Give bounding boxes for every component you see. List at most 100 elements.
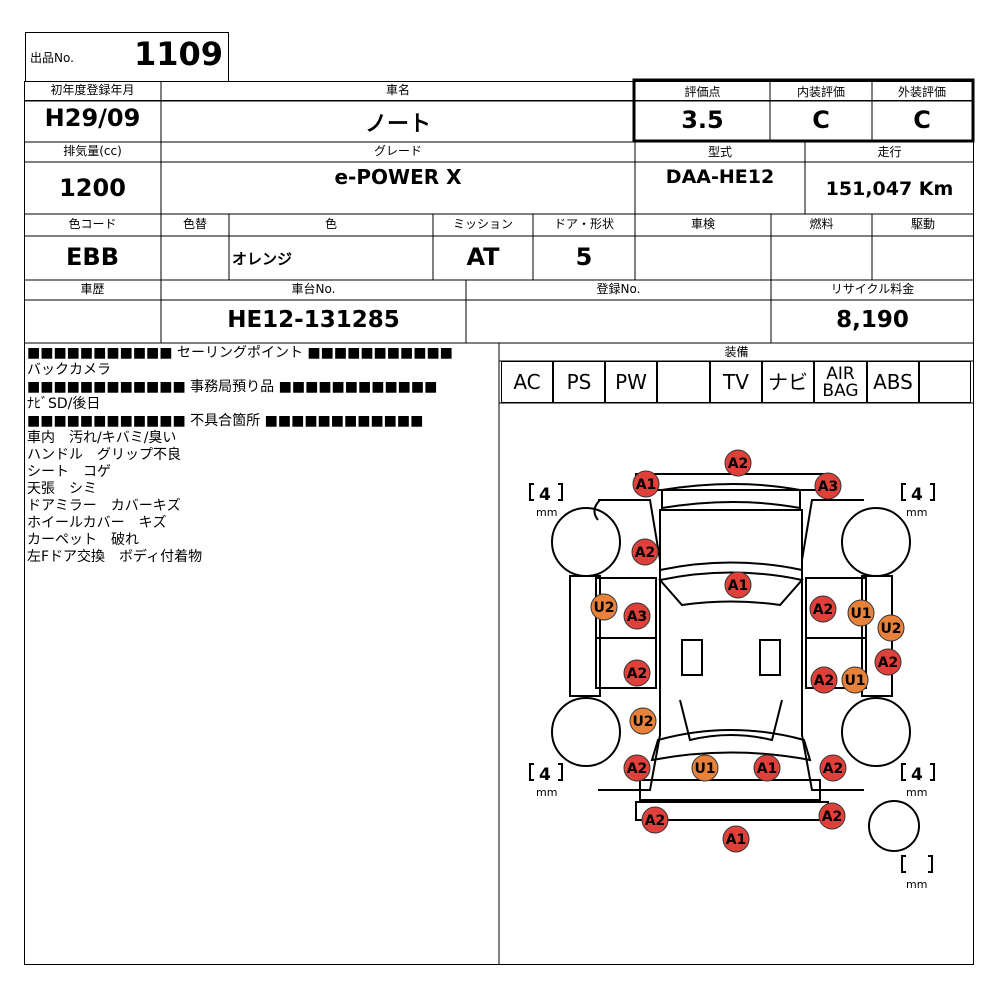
- damage-code: A1: [728, 578, 749, 594]
- tread-unit-fr: mm: [906, 506, 927, 519]
- damage-marker: A1: [724, 571, 752, 599]
- damage-code: A3: [627, 609, 648, 625]
- tread-unit-rl: mm: [536, 786, 557, 799]
- equipment-blank-2: [919, 361, 971, 403]
- tread-rear-left: 4: [539, 765, 551, 785]
- lot-number-value: 1109: [134, 35, 224, 73]
- defect-line: 車内 汚れ/キバミ/臭い: [27, 430, 177, 446]
- equipment-ps: PS: [553, 361, 605, 403]
- reg-date-label: 初年度登録年月: [50, 83, 135, 97]
- tread-unit-fl: mm: [536, 506, 557, 519]
- damage-marker: A2: [724, 449, 752, 477]
- defect-line: ハンドル グリップ不良: [27, 447, 181, 463]
- equipment-ac: AC: [501, 361, 553, 403]
- damage-code: U1: [694, 761, 715, 777]
- registration-label: 登録No.: [596, 282, 641, 296]
- drive-label: 駆動: [910, 217, 935, 231]
- defect-line: ドアミラー カバーキズ: [27, 498, 181, 514]
- grade-label: グレード: [373, 144, 422, 158]
- score-label: 評価点: [684, 85, 721, 99]
- damage-marker: U1: [847, 599, 875, 627]
- equipment-abs: ABS: [867, 361, 919, 403]
- tread-unit-rr: mm: [906, 786, 927, 799]
- damage-code: U2: [880, 621, 901, 637]
- chassis-value: HE12-131285: [227, 307, 400, 333]
- equipment-navi: ナビ: [762, 361, 814, 403]
- damage-marker: U1: [691, 754, 719, 782]
- defect-header: ■■■■■■■■■■■■ 不具合箇所 ■■■■■■■■■■■■: [27, 413, 424, 429]
- model-value: DAA-HE12: [665, 166, 775, 188]
- damage-code: A2: [627, 761, 648, 777]
- tread-front-left: 4: [539, 485, 551, 505]
- score-value: 3.5: [681, 106, 724, 134]
- damage-marker: A2: [623, 754, 651, 782]
- damage-code: A1: [757, 761, 778, 777]
- damage-code: A1: [726, 832, 747, 848]
- recycle-fee-label: リサイクル料金: [830, 282, 915, 296]
- equipment-airbag: AIR BAG: [814, 361, 867, 403]
- exterior-value: C: [913, 106, 931, 134]
- damage-code: U1: [850, 606, 871, 622]
- damage-code: A1: [636, 477, 657, 493]
- damage-marker: A2: [818, 802, 846, 830]
- damage-code: A2: [823, 761, 844, 777]
- damage-code: A2: [645, 813, 666, 829]
- damage-code: A2: [813, 602, 834, 618]
- car-name-value: ノート: [364, 112, 431, 137]
- defect-list: 車内 汚れ/キバミ/臭い ハンドル グリップ不良 シート コゲ 天張 シミ ドア…: [27, 430, 202, 566]
- repaint-label: 色替: [182, 217, 207, 231]
- recycle-fee-value: 8,190: [836, 307, 909, 333]
- damage-marker: A2: [641, 806, 669, 834]
- equipment-tv: TV: [710, 361, 762, 403]
- office-items-text: ﾅﾋﾞSD/後日: [27, 396, 101, 412]
- wheel-rear-left: [551, 697, 621, 767]
- wheel-front-right: [841, 507, 911, 577]
- interior-value: C: [812, 106, 830, 134]
- lot-number-label: 出品No.: [30, 51, 74, 65]
- displacement-value: 1200: [59, 174, 126, 202]
- damage-marker: A2: [810, 666, 838, 694]
- tread-rear-right: 4: [911, 765, 923, 785]
- selling-point-text: バックカメラ: [27, 362, 111, 378]
- interior-label: 内装評価: [796, 85, 845, 99]
- model-label: 型式: [707, 145, 732, 159]
- damage-marker: A1: [753, 754, 781, 782]
- color-label: 色: [324, 217, 337, 231]
- displacement-label: 排気量(cc): [63, 144, 122, 158]
- damage-marker: U1: [841, 666, 869, 694]
- door-label: ドア・形状: [553, 217, 614, 231]
- damage-code: A2: [635, 545, 656, 561]
- damage-marker: A2: [809, 595, 837, 623]
- damage-marker: A2: [819, 754, 847, 782]
- damage-marker: A1: [632, 470, 660, 498]
- damage-marker: A2: [874, 648, 902, 676]
- equipment-blank: [657, 361, 710, 403]
- tread-unit-spare: mm: [906, 878, 927, 891]
- defect-line: 左Fドア交換 ボディ付着物: [27, 549, 203, 565]
- grade-value: e-POWER X: [334, 165, 462, 189]
- damage-marker: A3: [814, 472, 842, 500]
- reg-date-value: H29/09: [44, 104, 141, 132]
- mission-label: ミッション: [452, 217, 513, 231]
- chassis-label: 車台No.: [291, 282, 336, 296]
- history-label: 車歴: [80, 282, 105, 296]
- damage-code: U1: [844, 673, 865, 689]
- equipment-label: 装備: [724, 345, 749, 359]
- wheel-spare: [868, 800, 920, 852]
- mission-value: AT: [466, 243, 500, 271]
- equipment-pw: PW: [605, 361, 657, 403]
- selling-point-header: ■■■■■■■■■■■ セーリングポイント ■■■■■■■■■■■: [27, 345, 453, 361]
- exterior-label: 外装評価: [897, 85, 946, 99]
- mileage-value: 151,047 Km: [825, 178, 954, 200]
- damage-code: U2: [632, 714, 653, 730]
- inspection-label: 車検: [690, 217, 715, 231]
- fuel-label: 燃料: [809, 217, 834, 231]
- damage-code: U2: [593, 600, 614, 616]
- color-value: オレンジ: [232, 250, 293, 268]
- damage-marker: A3: [623, 602, 651, 630]
- damage-marker: U2: [629, 707, 657, 735]
- damage-marker: A2: [631, 538, 659, 566]
- damage-code: A2: [814, 673, 835, 689]
- damage-marker: U2: [877, 614, 905, 642]
